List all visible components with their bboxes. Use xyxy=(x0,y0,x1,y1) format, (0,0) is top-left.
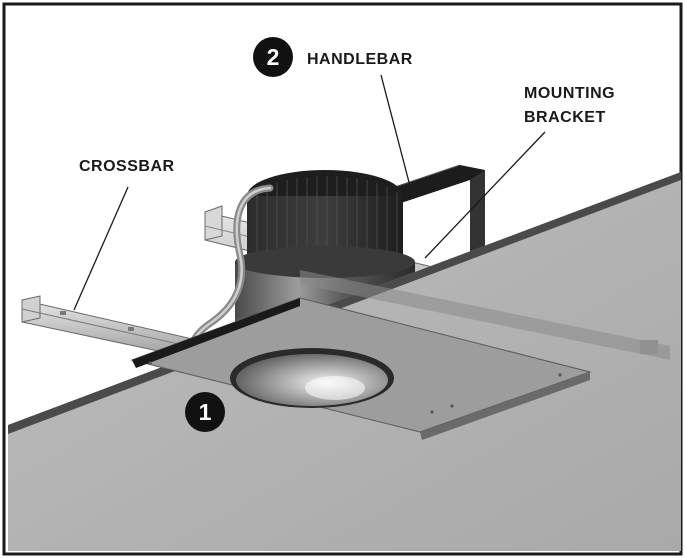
callout-badge-2: 2 xyxy=(253,37,293,77)
reflector-opening xyxy=(230,348,394,408)
leader-lines xyxy=(73,74,546,311)
callout-number-2: 2 xyxy=(267,44,280,70)
handlebar-leader-line xyxy=(380,74,411,187)
crossbar-lower-rail xyxy=(300,270,670,360)
mounting-bracket-leader-line xyxy=(424,131,546,259)
crossbar-label: CROSSBAR xyxy=(79,158,175,175)
callout-number-1: 1 xyxy=(199,399,212,425)
callout-badge-1: 1 xyxy=(185,392,225,432)
mounting-label-line1: MOUNTING xyxy=(524,85,615,102)
bracket-label-line2: BRACKET xyxy=(524,109,606,126)
handlebar-label: HANDLEBAR xyxy=(307,51,413,68)
crossbar-leader-line xyxy=(73,186,129,311)
